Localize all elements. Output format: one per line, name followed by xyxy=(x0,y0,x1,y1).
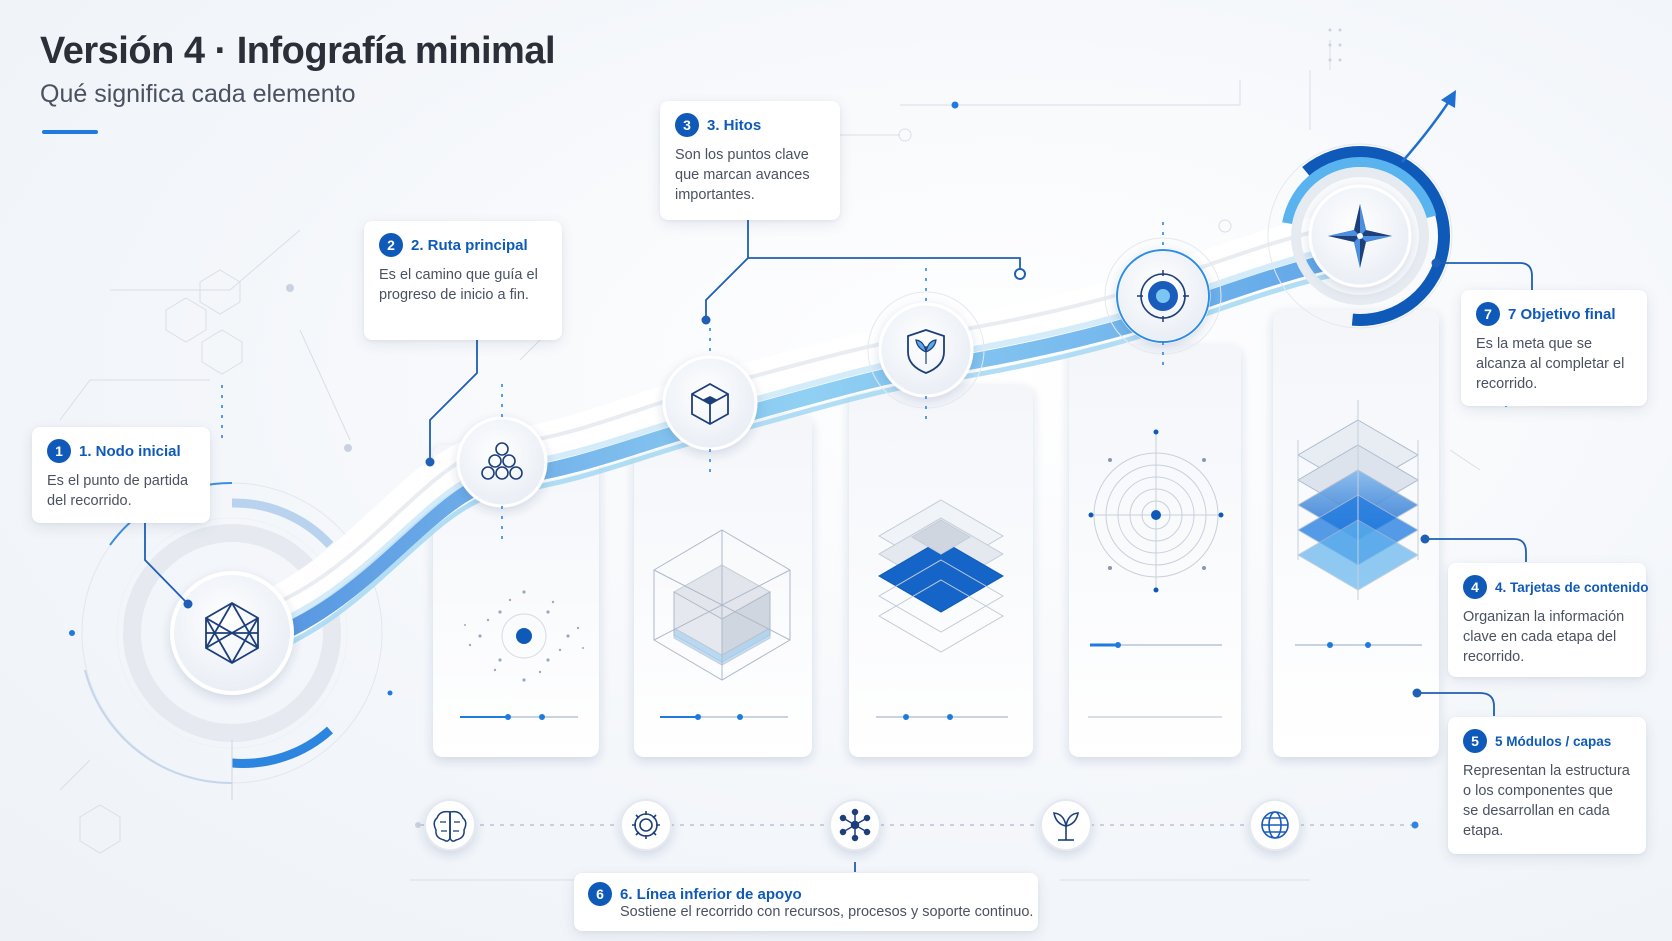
callout-text: Sostiene el recorrido con recursos, proc… xyxy=(620,904,1034,920)
callout-title: 6. Línea inferior de apoyo xyxy=(620,885,802,903)
shield-leaf-icon xyxy=(907,329,945,374)
globe-icon xyxy=(1261,811,1289,839)
stacked-layers-illustration xyxy=(878,499,1004,653)
support-line xyxy=(415,821,1419,829)
step-badge: 3 xyxy=(675,113,699,137)
callout-final-goal: 7 7 Objetivo final Es la meta que se alc… xyxy=(1461,290,1647,406)
compass-star-icon xyxy=(1328,204,1392,268)
callout-text: Son los puntos clave que marcan avances … xyxy=(675,147,810,203)
step-badge: 2 xyxy=(379,233,403,257)
title-accent-bar xyxy=(42,130,98,134)
callout-milestones: 3 3. Hitos Son los puntos clave que marc… xyxy=(660,101,840,220)
card-sliders xyxy=(460,642,1422,720)
page-subtitle: Qué significa cada elemento xyxy=(40,80,356,108)
circles-cluster-icon xyxy=(481,442,523,480)
callout-main-route: 2 2. Ruta principal Es el camino que guí… xyxy=(364,221,562,340)
step-badge: 7 xyxy=(1476,302,1500,326)
callout-title: 2. Ruta principal xyxy=(411,236,528,254)
callout-support-line: 6 6. Línea inferior de apoyo Sostiene el… xyxy=(574,873,1038,931)
callout-text: Representan la estructura o los componen… xyxy=(1463,763,1630,839)
callout-modules-layers: 5 5 Módulos / capas Representan la estru… xyxy=(1448,717,1646,854)
callout-title: 5 Módulos / capas xyxy=(1495,733,1612,749)
step-badge: 4 xyxy=(1463,575,1487,599)
callout-text: Es el punto de partida del recorrido. xyxy=(47,473,189,509)
background-dots xyxy=(286,28,1342,452)
network-icon xyxy=(205,601,259,665)
callout-title: 1. Nodo inicial xyxy=(79,442,181,460)
network-nodes-icon xyxy=(839,808,871,842)
plant-icon xyxy=(1053,812,1079,841)
callout-start-node: 1 1. Nodo inicial Es el punto de partida… xyxy=(32,427,210,523)
target-icon xyxy=(1137,270,1189,322)
callout-title: 3. Hitos xyxy=(707,116,762,134)
callout-text: Organizan la información clave en cada e… xyxy=(1463,609,1625,665)
page-title: Versión 4 · Infografía minimal xyxy=(40,30,556,72)
particle-sphere-illustration xyxy=(464,590,584,682)
brain-icon xyxy=(433,810,467,842)
gear-icon xyxy=(632,811,660,839)
callout-text: Es el camino que guía el progreso de ini… xyxy=(379,267,538,303)
callout-title: 4. Tarjetas de contenido xyxy=(1495,579,1649,595)
callout-title: 7 Objetivo final xyxy=(1508,305,1616,323)
callout-text: Es la meta que se alcanza al completar e… xyxy=(1476,336,1625,392)
support-icon-circles xyxy=(424,799,1301,851)
goal-rings xyxy=(1267,90,1456,329)
start-node-rings xyxy=(69,481,393,800)
connector-end-dots xyxy=(183,258,1441,698)
step-badge: 1 xyxy=(47,439,71,463)
cube-icon xyxy=(691,382,729,426)
callout-connectors xyxy=(144,220,1533,872)
glass-cube-illustration xyxy=(653,529,791,681)
step-badge: 5 xyxy=(1463,729,1487,753)
arrow-up-icon xyxy=(1441,90,1456,108)
step-badge: 6 xyxy=(588,882,612,906)
radar-target-illustration xyxy=(1088,429,1224,593)
blue-layer-stack-illustration xyxy=(1297,400,1419,600)
callout-content-cards: 4 4. Tarjetas de contenido Organizan la … xyxy=(1448,563,1649,677)
